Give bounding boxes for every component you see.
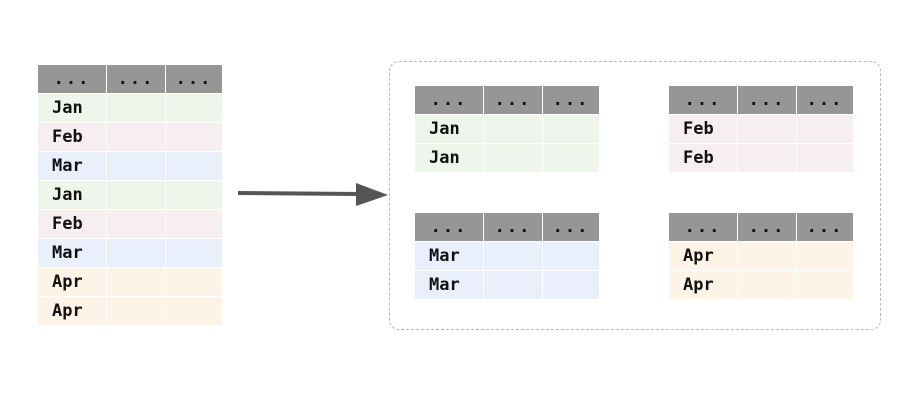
header-cell: ...: [165, 64, 223, 94]
header-cell: ...: [668, 212, 738, 242]
empty-cell: [106, 122, 166, 152]
table-row: Apr: [37, 296, 223, 326]
header-cell: ...: [37, 64, 107, 94]
group-table-feb: ... ... ... Feb Feb: [668, 85, 854, 173]
header-cell: ...: [414, 85, 484, 115]
table-row: Mar: [37, 151, 223, 181]
table-row: Apr: [668, 241, 854, 271]
header-cell: ...: [483, 212, 543, 242]
empty-cell: [542, 241, 600, 271]
table-row: Mar: [37, 238, 223, 268]
empty-cell: [106, 93, 166, 123]
empty-cell: [483, 241, 543, 271]
table-row: Jan: [37, 93, 223, 123]
empty-cell: [106, 151, 166, 181]
table-row: Mar: [414, 270, 600, 300]
table-row: Apr: [668, 270, 854, 300]
source-table: ... ... ... Jan Feb Mar Jan Feb Mar Apr …: [37, 64, 223, 326]
empty-cell: [796, 114, 854, 144]
table-row: Jan: [414, 114, 600, 144]
header-cell: ...: [796, 212, 854, 242]
month-cell: Jan: [37, 180, 107, 210]
header-cell: ...: [737, 212, 797, 242]
group-table-jan: ... ... ... Jan Jan: [414, 85, 600, 173]
month-cell: Mar: [37, 151, 107, 181]
table-row: Feb: [668, 114, 854, 144]
empty-cell: [106, 238, 166, 268]
empty-cell: [165, 267, 223, 297]
month-cell: Apr: [668, 270, 738, 300]
empty-cell: [165, 209, 223, 239]
table-row: Feb: [37, 122, 223, 152]
header-cell: ...: [542, 85, 600, 115]
header-row: ... ... ...: [37, 64, 223, 94]
group-table-apr: ... ... ... Apr Apr: [668, 212, 854, 300]
empty-cell: [165, 93, 223, 123]
empty-cell: [542, 114, 600, 144]
empty-cell: [737, 241, 797, 271]
empty-cell: [483, 114, 543, 144]
arrow-head: [356, 183, 388, 206]
empty-cell: [796, 270, 854, 300]
empty-cell: [542, 143, 600, 173]
header-cell: ...: [542, 212, 600, 242]
empty-cell: [483, 143, 543, 173]
empty-cell: [796, 143, 854, 173]
grouped-output-container: [389, 61, 881, 330]
empty-cell: [106, 296, 166, 326]
empty-cell: [165, 151, 223, 181]
month-cell: Feb: [37, 209, 107, 239]
table-row: Feb: [668, 143, 854, 173]
table-row: Apr: [37, 267, 223, 297]
month-cell: Jan: [414, 143, 484, 173]
table-row: Feb: [37, 209, 223, 239]
header-cell: ...: [737, 85, 797, 115]
month-cell: Feb: [668, 114, 738, 144]
empty-cell: [737, 143, 797, 173]
right-arrow-icon: [237, 183, 388, 206]
empty-cell: [106, 209, 166, 239]
month-cell: Apr: [37, 296, 107, 326]
empty-cell: [165, 122, 223, 152]
header-row: ... ... ...: [668, 85, 854, 115]
arrow-shaft: [237, 191, 361, 196]
header-cell: ...: [414, 212, 484, 242]
empty-cell: [165, 296, 223, 326]
table-row: Jan: [414, 143, 600, 173]
empty-cell: [165, 238, 223, 268]
empty-cell: [483, 270, 543, 300]
month-cell: Jan: [414, 114, 484, 144]
header-cell: ...: [668, 85, 738, 115]
table-row: Mar: [414, 241, 600, 271]
month-cell: Mar: [37, 238, 107, 268]
month-cell: Apr: [668, 241, 738, 271]
empty-cell: [106, 267, 166, 297]
month-cell: Apr: [37, 267, 107, 297]
header-row: ... ... ...: [414, 212, 600, 242]
table-row: Jan: [37, 180, 223, 210]
header-row: ... ... ...: [668, 212, 854, 242]
month-cell: Feb: [668, 143, 738, 173]
header-row: ... ... ...: [414, 85, 600, 115]
empty-cell: [796, 241, 854, 271]
header-cell: ...: [483, 85, 543, 115]
month-cell: Jan: [37, 93, 107, 123]
empty-cell: [737, 114, 797, 144]
month-cell: Mar: [414, 241, 484, 271]
header-cell: ...: [106, 64, 166, 94]
empty-cell: [106, 180, 166, 210]
empty-cell: [737, 270, 797, 300]
empty-cell: [165, 180, 223, 210]
month-cell: Mar: [414, 270, 484, 300]
header-cell: ...: [796, 85, 854, 115]
month-cell: Feb: [37, 122, 107, 152]
group-table-mar: ... ... ... Mar Mar: [414, 212, 600, 300]
empty-cell: [542, 270, 600, 300]
